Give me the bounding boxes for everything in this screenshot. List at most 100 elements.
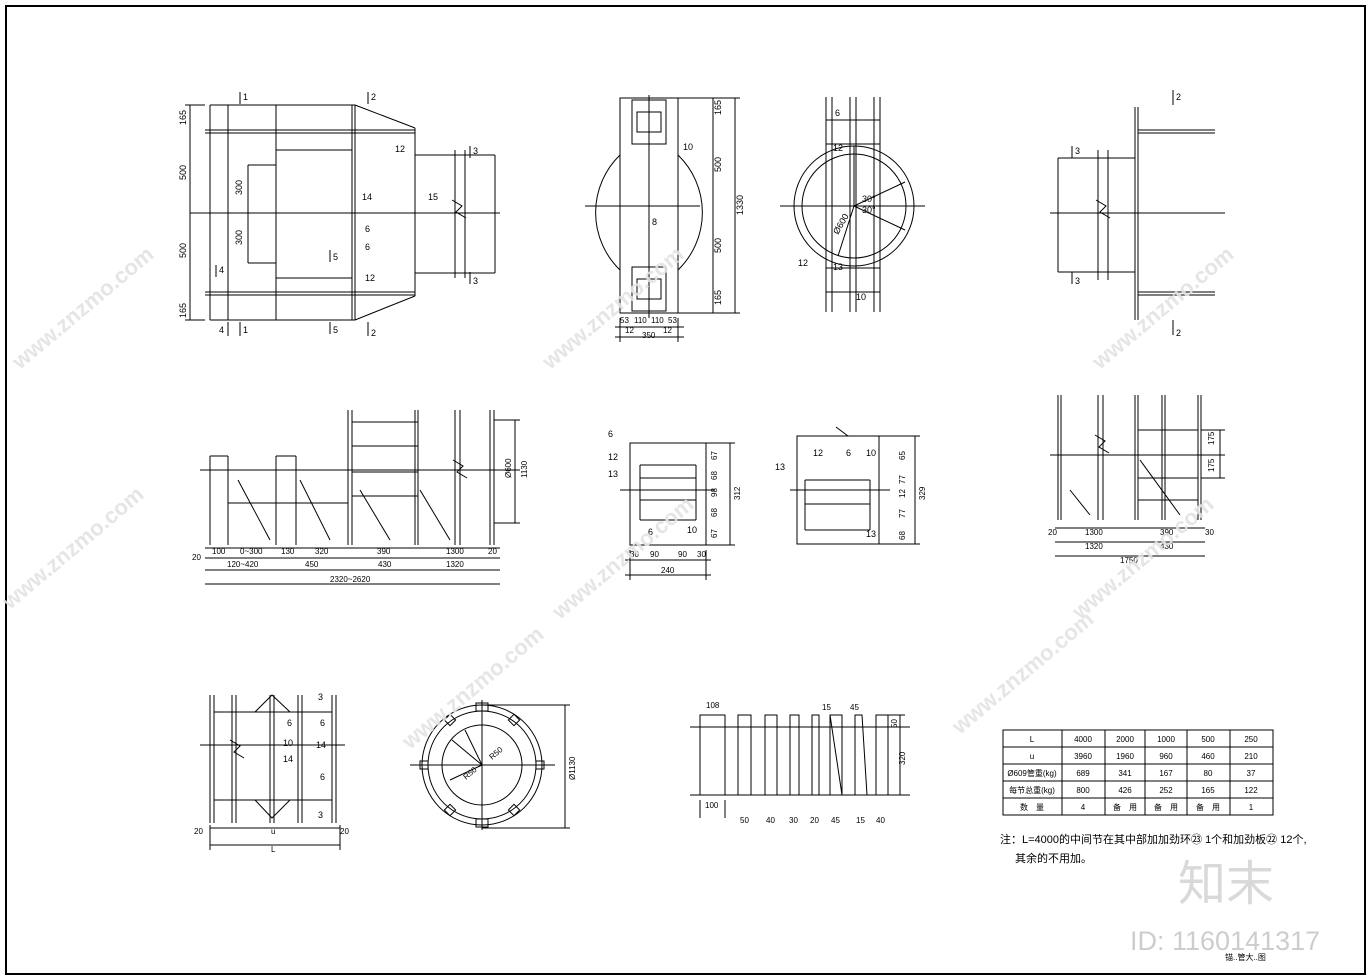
dim-12-b: 12 bbox=[663, 326, 672, 335]
dim-110-a: 110 bbox=[634, 316, 647, 325]
dim-175-a: 175 bbox=[1207, 431, 1216, 445]
part-10: 10 bbox=[856, 292, 866, 302]
dim-165-b: 165 bbox=[713, 290, 723, 305]
dim-20-right: 20 bbox=[340, 827, 349, 836]
dim-1330: 1330 bbox=[735, 195, 745, 215]
view-flange-plan bbox=[410, 700, 570, 830]
table-cell: 210 bbox=[1244, 752, 1258, 761]
dim-320: 320 bbox=[315, 547, 329, 556]
section-mark-3-bottom: 3 bbox=[318, 810, 323, 820]
watermark-text: www.znzmo.com bbox=[0, 481, 148, 614]
dim-312: 312 bbox=[733, 486, 742, 500]
dim-1320: 1320 bbox=[446, 560, 464, 569]
table-cell: 341 bbox=[1118, 769, 1132, 778]
watermark-logo: 知末 bbox=[1178, 858, 1274, 911]
watermark-id: ID: 1160141317 bbox=[1130, 926, 1320, 956]
section-mark-3-bottom: 3 bbox=[1075, 276, 1080, 286]
dim-110-b: 110 bbox=[651, 316, 664, 325]
dim-dia-1130: Ø1130 bbox=[568, 756, 577, 780]
table-cell: 689 bbox=[1076, 769, 1090, 778]
dim-165-a: 165 bbox=[713, 100, 723, 115]
note-line-1: 注：L=4000的中间节在其中部加加劲环㉓ 1个和加劲板㉒ 12个, bbox=[1000, 832, 1307, 846]
dim-50-right: 50 bbox=[890, 719, 899, 728]
view-bracket-section bbox=[790, 426, 920, 545]
dim-108: 108 bbox=[706, 701, 720, 710]
part-6a: 6 bbox=[287, 718, 292, 728]
table-cell: 备 用 bbox=[1196, 802, 1220, 812]
section-mark-3-top: 3 bbox=[1075, 146, 1080, 156]
view-stiffener-plates bbox=[690, 714, 910, 818]
part-13-right: 13 bbox=[866, 529, 876, 539]
table-cell: 426 bbox=[1118, 786, 1132, 795]
view-ring-section-text: 6 12 13 10 12 Ø600 30° 30° bbox=[798, 108, 876, 302]
table-cell: 3960 bbox=[1074, 752, 1092, 761]
watermark-text: www.znzmo.com bbox=[396, 621, 548, 754]
dim-90-b: 90 bbox=[678, 550, 687, 559]
table-cell: 122 bbox=[1244, 786, 1258, 795]
table-cell: Ø609管重(kg) bbox=[1007, 768, 1057, 778]
view-sleeve-section bbox=[620, 442, 735, 580]
section-mark-3-top: 3 bbox=[318, 692, 323, 702]
view-ring-section bbox=[780, 97, 925, 312]
section-mark-5: 5 bbox=[333, 252, 338, 262]
dim-12-a: 12 bbox=[625, 326, 634, 335]
part-6: 6 bbox=[835, 108, 840, 118]
part-6-top: 6 bbox=[608, 429, 613, 439]
dim-30-a: 30 bbox=[630, 550, 639, 559]
dim-390: 390 bbox=[1160, 528, 1174, 537]
table-cell: 500 bbox=[1201, 735, 1215, 744]
section-mark-1-bottom: 1 bbox=[243, 325, 248, 335]
watermark-text: www.znzmo.com bbox=[546, 491, 698, 624]
dim-20: 20 bbox=[1048, 528, 1057, 537]
part-10: 10 bbox=[283, 738, 293, 748]
section-mark-3-top: 3 bbox=[473, 146, 478, 156]
dim-30: 30 bbox=[789, 816, 798, 825]
table-cell: L bbox=[1030, 735, 1035, 744]
table-cell: 250 bbox=[1244, 735, 1258, 744]
table-cell: 1960 bbox=[1116, 752, 1134, 761]
part-6: 6 bbox=[846, 448, 851, 458]
dim-1130: 1130 bbox=[520, 460, 529, 478]
part-12-top: 12 bbox=[395, 144, 405, 154]
part-15: 15 bbox=[428, 192, 438, 202]
dim-12: 12 bbox=[898, 489, 907, 498]
dim-L: L bbox=[271, 845, 276, 854]
table-cell: 数 量 bbox=[1020, 802, 1044, 812]
view-long-elevation-text: 100 0~300 130 320 390 1300 20 20 120~420… bbox=[192, 458, 529, 584]
angle-30-b: 30° bbox=[862, 205, 876, 215]
section-mark-4: 4 bbox=[219, 265, 224, 275]
table-cell: 1 bbox=[1249, 803, 1254, 812]
dim-1320: 1320 bbox=[1085, 542, 1103, 551]
table-cell: 1000 bbox=[1157, 735, 1175, 744]
watermark-text: www.znzmo.com bbox=[1086, 241, 1238, 374]
table-cell: 460 bbox=[1201, 752, 1215, 761]
dim-100: 100 bbox=[705, 801, 719, 810]
dim-r-a: R50 bbox=[488, 745, 505, 762]
part-8: 8 bbox=[652, 217, 657, 227]
dim-1300: 1300 bbox=[1085, 528, 1103, 537]
view-elevation-side bbox=[185, 92, 500, 336]
part-6b: 6 bbox=[365, 242, 370, 252]
dim-390: 390 bbox=[377, 547, 391, 556]
table-cell: 960 bbox=[1159, 752, 1173, 761]
part-13: 13 bbox=[608, 469, 618, 479]
dim-240: 240 bbox=[661, 566, 675, 575]
dim-67-b: 67 bbox=[710, 529, 719, 538]
part-12: 12 bbox=[833, 143, 843, 153]
dim-67-a: 67 bbox=[710, 451, 719, 460]
dim-68-a: 68 bbox=[710, 471, 719, 480]
dim-50: 50 bbox=[740, 816, 749, 825]
table-cell: 37 bbox=[1247, 769, 1256, 778]
dim-15-top: 15 bbox=[822, 703, 831, 712]
dim-165-top: 165 bbox=[178, 110, 188, 125]
dim-0-300: 0~300 bbox=[240, 547, 263, 556]
dim-65: 65 bbox=[898, 451, 907, 460]
dim-98: 98 bbox=[710, 488, 719, 497]
dim-20-left: 20 bbox=[194, 827, 203, 836]
dim-30-b: 30 bbox=[697, 550, 706, 559]
part-12: 12 bbox=[813, 448, 823, 458]
view-elevation-right-text: 2 3 3 2 bbox=[1075, 92, 1181, 338]
dim-45-top: 45 bbox=[850, 703, 859, 712]
dim-450: 450 bbox=[305, 560, 319, 569]
